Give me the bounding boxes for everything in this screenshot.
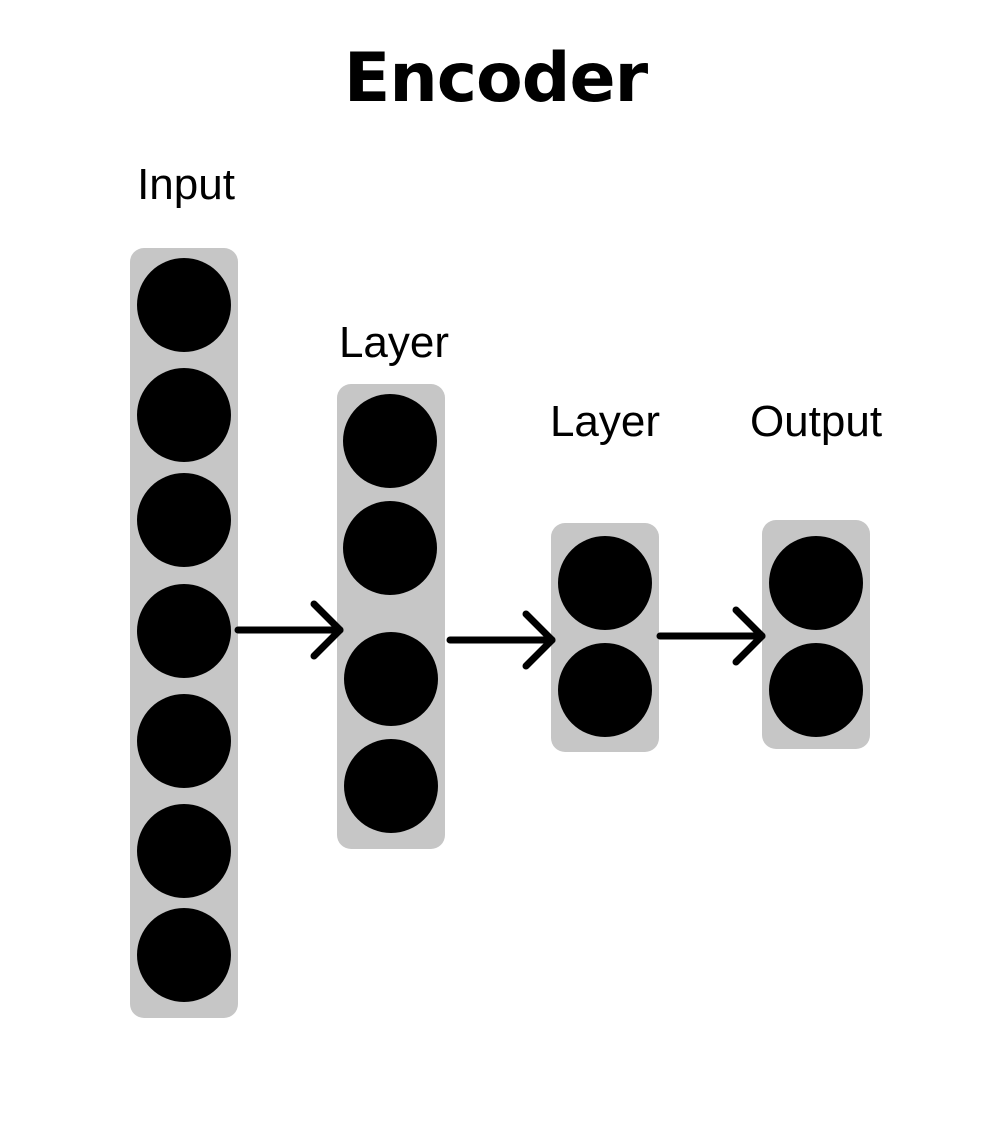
arrow-right-icon (656, 606, 766, 666)
diagram-title: Encoder (343, 39, 648, 118)
hidden-neuron (344, 739, 438, 833)
input-neuron (137, 473, 231, 567)
input-neuron (137, 584, 231, 678)
hidden-layer-1-label: Layer (338, 318, 450, 367)
input-neuron (137, 368, 231, 462)
arrow-right-icon (234, 600, 344, 660)
hidden-layer-2-label: Layer (549, 397, 661, 446)
hidden-neuron (344, 632, 438, 726)
hidden-neuron (343, 501, 437, 595)
hidden-neuron (558, 643, 652, 737)
input-neuron (137, 804, 231, 898)
hidden-neuron (558, 536, 652, 630)
input-neuron (137, 908, 231, 1002)
output-neuron (769, 643, 863, 737)
hidden-layer-1-panel (337, 384, 445, 849)
hidden-neuron (343, 394, 437, 488)
output-layer-label: Output (749, 397, 883, 446)
input-layer-label: Input (137, 160, 235, 209)
input-neuron (137, 694, 231, 788)
output-neuron (769, 536, 863, 630)
input-neuron (137, 258, 231, 352)
arrow-right-icon (446, 610, 556, 670)
